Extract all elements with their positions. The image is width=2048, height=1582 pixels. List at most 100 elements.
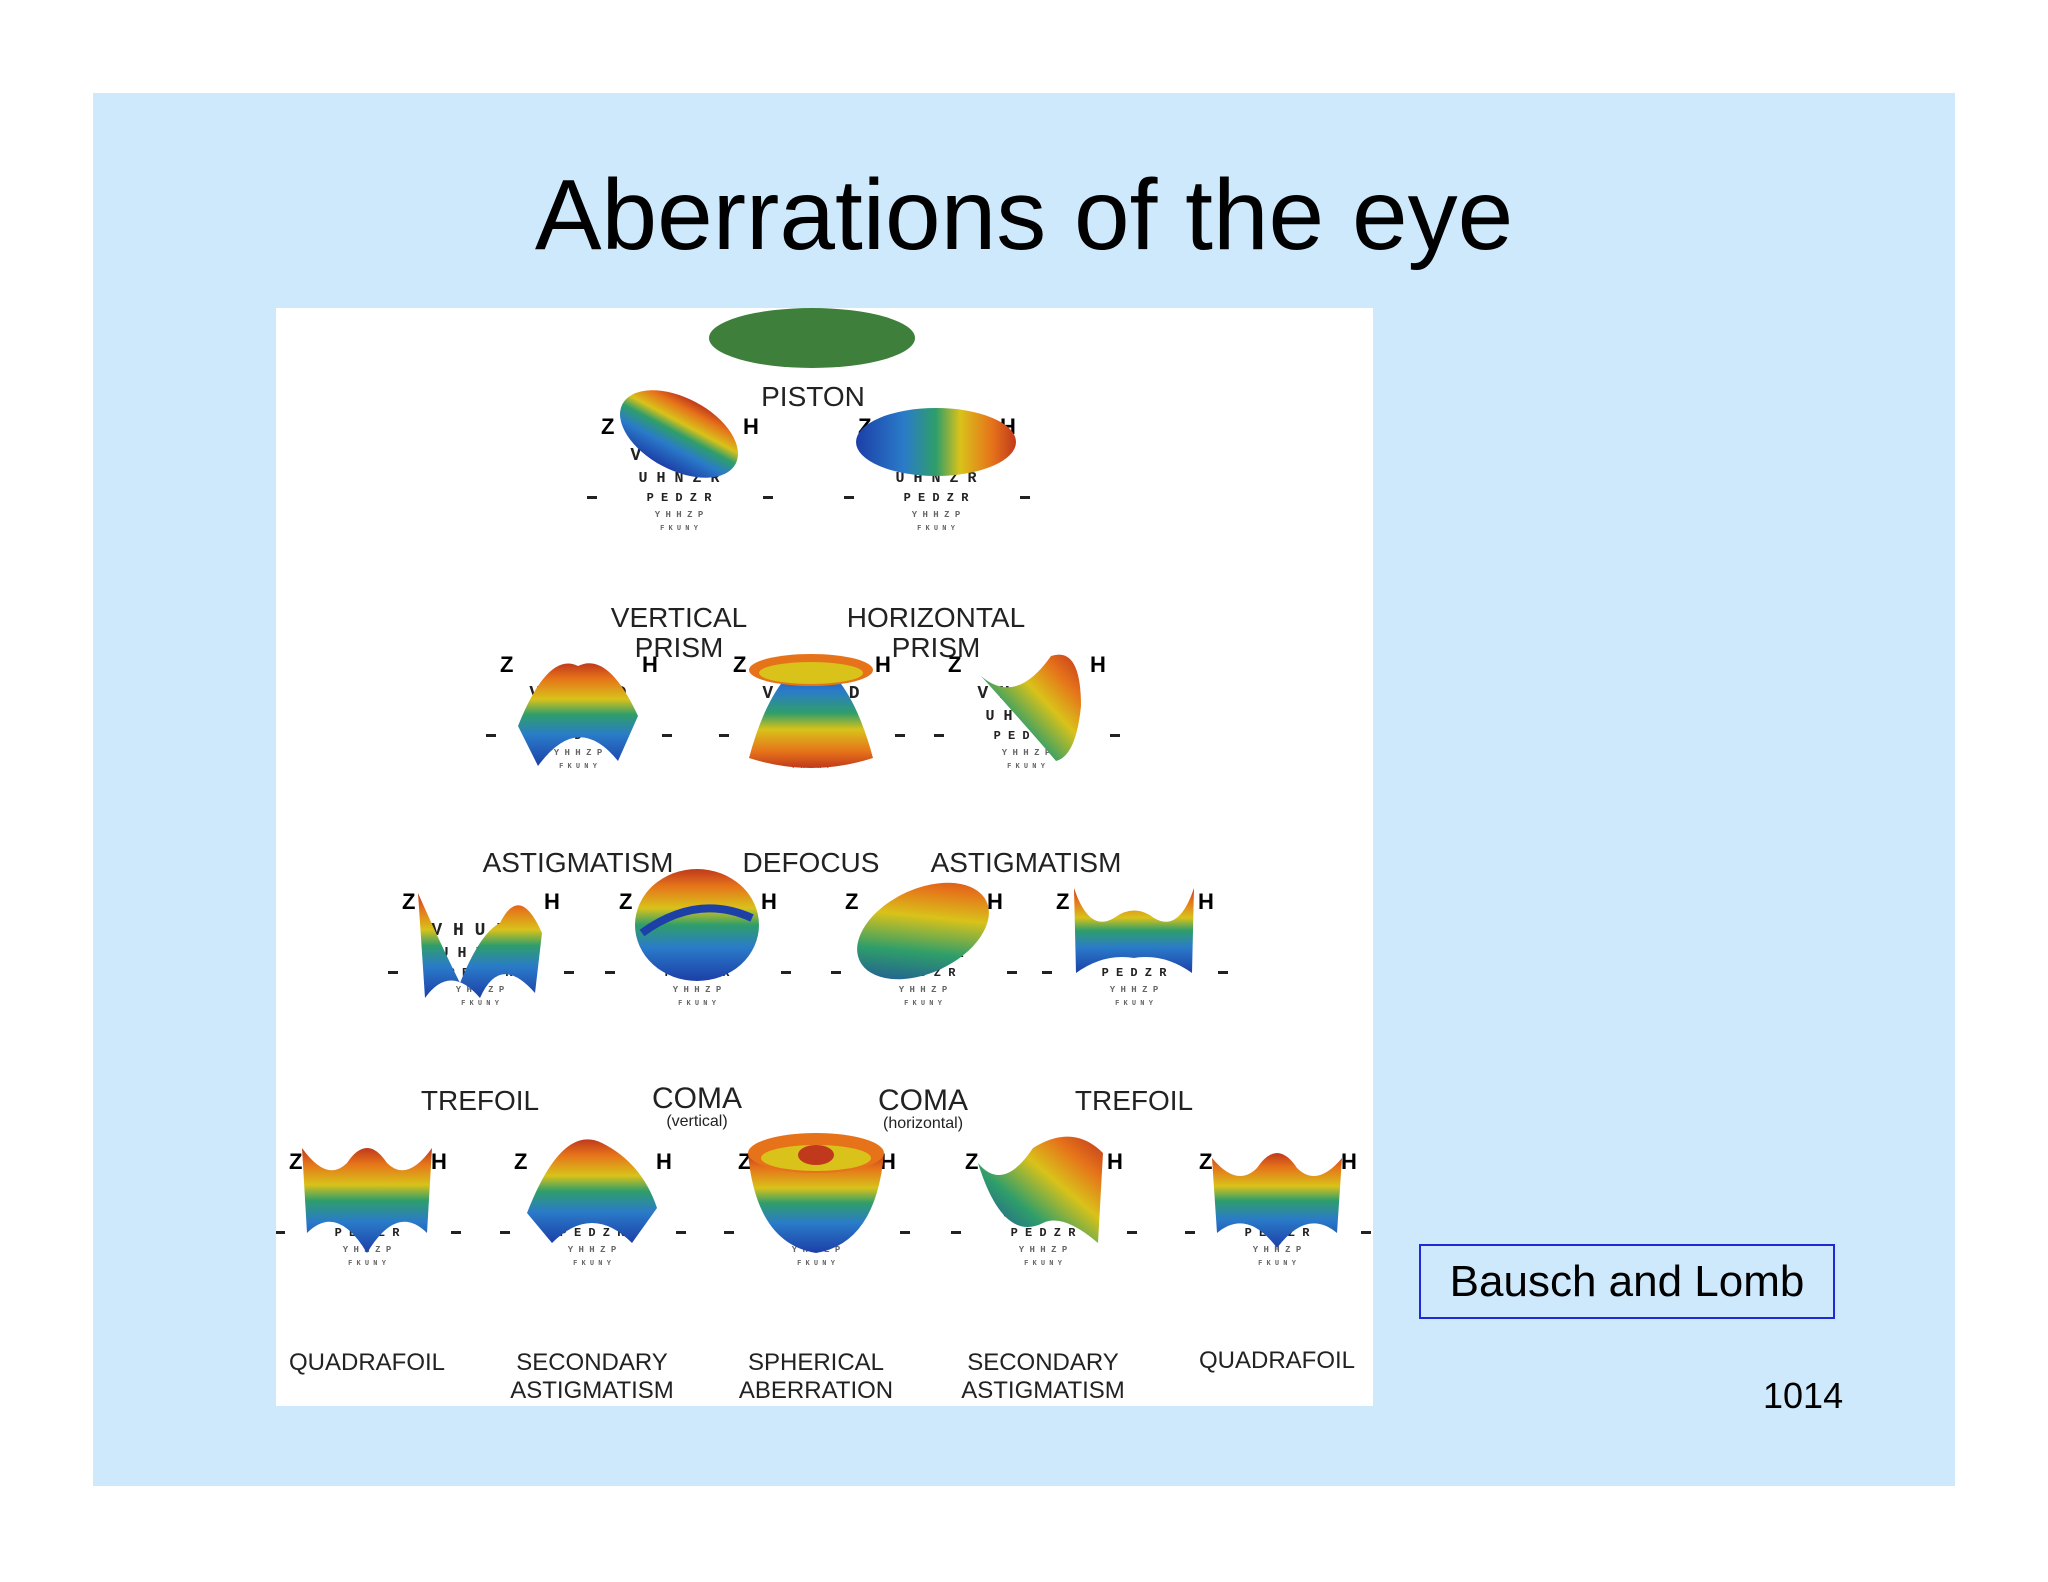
eye-chart-dash: [276, 1231, 285, 1234]
quadrafoil-right-surface: [1212, 1153, 1342, 1248]
label-coma-vertical: COMA: [652, 1082, 742, 1115]
eye-chart-letter: H: [642, 652, 658, 677]
label-quadrafoil-left: QUADRAFOIL: [289, 1349, 445, 1376]
eye-chart-row: F K U N Y: [660, 525, 699, 533]
label-piston: PISTON: [761, 381, 865, 412]
eye-chart-dash: [1218, 971, 1228, 974]
eye-chart-dash: [388, 971, 398, 974]
defocus-chart: ZHV H U E DU H N Z RP E D Z RY H H Z PF …: [719, 652, 905, 771]
coma-vertical-surface: [635, 869, 759, 981]
aberrations-illustration: PISTON ZHV H U E DU H N Z RP E D Z RY H …: [276, 308, 1371, 1404]
label-quadrafoil-right: QUADRAFOIL: [1199, 1347, 1355, 1374]
zernike-aberrations-figure: PISTON ZHV H U E DU H N Z RP E D Z RY H …: [276, 308, 1373, 1406]
eye-chart-row: F K U N Y: [904, 1000, 943, 1008]
eye-chart-row: Y H H Z P: [1253, 1245, 1302, 1255]
spherical-aberration-chart: ZHV H U E DU H N Z RP E D Z RY H H Z PF …: [724, 1133, 910, 1268]
eye-chart-dash: [844, 496, 854, 499]
label-coma-horizontal: COMA: [878, 1084, 968, 1117]
eye-chart-letter: Z: [601, 414, 614, 439]
eye-chart-letter: Z: [1056, 889, 1069, 914]
eye-chart-dash: [1007, 971, 1017, 974]
quadrafoil-left-surface: [302, 1148, 432, 1253]
eye-chart-row: F K U N Y: [573, 1260, 612, 1268]
eye-chart-letter: Z: [948, 652, 961, 677]
page-number: 1014: [1763, 1375, 1844, 1416]
eye-chart-letter: Z: [402, 889, 415, 914]
eye-chart-dash: [763, 496, 773, 499]
eye-chart-dash: [1110, 734, 1120, 737]
eye-chart-dash: [564, 971, 574, 974]
coma-horizontal-surface: [857, 882, 989, 980]
eye-chart-row: P E D Z R: [904, 491, 970, 505]
eye-chart-row: P E D Z R: [1011, 1226, 1077, 1240]
vertical-prism-surface: [620, 390, 738, 478]
eye-chart-letter: H: [544, 889, 560, 914]
source-credit-box: Bausch and Lomb: [1419, 1244, 1835, 1319]
eye-chart-letter: H: [880, 1149, 896, 1174]
label-secondary-astigmatism-left-2: ASTIGMATISM: [510, 1377, 674, 1404]
eye-chart-row: F K U N Y: [797, 1260, 836, 1268]
defocus-surface: [749, 658, 873, 768]
coma-horizontal-chart: ZHV H U E DU H N Z RP E D Z RY H H Z PF …: [831, 882, 1017, 1008]
eye-chart-row: Y H H Z P: [673, 985, 722, 995]
eye-chart-row: F K U N Y: [678, 1000, 717, 1008]
slide-title: Aberrations of the eye: [534, 159, 1514, 271]
piston-surface: [709, 308, 915, 368]
eye-chart-row: Y H H Z P: [899, 985, 948, 995]
eye-chart-letter: Z: [500, 652, 513, 677]
eye-chart-letter: Z: [1199, 1149, 1212, 1174]
eye-chart-row: F K U N Y: [1024, 1260, 1063, 1268]
label-astigmatism-right: ASTIGMATISM: [931, 847, 1122, 878]
label-spherical-aberration-1: SPHERICAL: [748, 1349, 884, 1376]
label-horizontal-prism-1: HORIZONTAL: [847, 602, 1025, 633]
eye-chart-row: P E D Z R: [647, 491, 713, 505]
eye-chart-row: Y H H Z P: [568, 1245, 617, 1255]
eye-chart-letter: H: [1107, 1149, 1123, 1174]
label-spherical-aberration-2: ABERRATION: [739, 1377, 893, 1404]
eye-chart-row: F K U N Y: [1115, 1000, 1154, 1008]
eye-chart-dash: [587, 496, 597, 499]
eye-chart-row: F K U N Y: [1007, 763, 1046, 771]
label-secondary-astigmatism-right-1: SECONDARY: [967, 1349, 1119, 1376]
eye-chart-row: Y H H Z P: [1002, 748, 1051, 758]
eye-chart-dash: [951, 1231, 961, 1234]
eye-chart-dash: [895, 734, 905, 737]
eye-chart-letter: H: [431, 1149, 447, 1174]
eye-chart-letter: Z: [738, 1149, 751, 1174]
label-coma-vertical-sub: (vertical): [666, 1113, 727, 1130]
eye-chart-row: P E D Z R: [560, 1226, 626, 1240]
trefoil-left-chart: ZHV H U E DU H N Z RP E D Z RY H H Z PF …: [388, 889, 574, 1008]
quadrafoil-left-chart: ZHV H U E DU H N Z RP E D Z RY H H Z PF …: [276, 1148, 461, 1268]
secondary-astigmatism-left-chart: ZHV H U E DU H N Z RP E D Z RY H H Z PF …: [500, 1139, 686, 1268]
eye-chart-dash: [1127, 1231, 1137, 1234]
slide: Aberrations of the eye: [93, 93, 1955, 1486]
eye-chart-letter: Z: [619, 889, 632, 914]
label-trefoil-left: TREFOIL: [421, 1085, 539, 1116]
eye-chart-letter: H: [1198, 889, 1214, 914]
horizontal-prism-surface: [856, 408, 1016, 476]
eye-chart-letter: Z: [514, 1149, 527, 1174]
eye-chart-letter: H: [987, 889, 1003, 914]
trefoil-left-surface: [418, 893, 542, 998]
eye-chart-dash: [676, 1231, 686, 1234]
label-trefoil-right: TREFOIL: [1075, 1085, 1193, 1116]
eye-chart-row: F K U N Y: [348, 1260, 387, 1268]
eye-chart-dash: [486, 734, 496, 737]
astigmatism-right-chart: ZHV H U E DU H N Z RP E D Z RY H H Z PF …: [934, 652, 1120, 771]
eye-chart-letter: Z: [845, 889, 858, 914]
eye-chart-letter: H: [1341, 1149, 1357, 1174]
secondary-astigmatism-right-chart: ZHV H U E DU H N Z RP E D Z RY H H Z PF …: [951, 1136, 1137, 1268]
eye-chart-dash: [831, 971, 841, 974]
label-vertical-prism-1: VERTICAL: [611, 602, 747, 633]
eye-chart-dash: [1020, 496, 1030, 499]
eye-chart-row: Y H H Z P: [1019, 1245, 1068, 1255]
eye-chart-row: P E D Z R: [1102, 966, 1168, 980]
vertical-prism-chart: ZHV H U E DU H N Z RP E D Z RY H H Z PF …: [587, 390, 773, 533]
label-horizontal-prism-2: PRISM: [892, 632, 981, 663]
eye-chart-row: F K U N Y: [1258, 1260, 1297, 1268]
trefoil-right-chart: ZHV H U E DU H N Z RP E D Z RY H H Z PF …: [1042, 888, 1228, 1008]
label-secondary-astigmatism-right-2: ASTIGMATISM: [961, 1377, 1125, 1404]
label-defocus: DEFOCUS: [743, 847, 880, 878]
eye-chart-letter: H: [656, 1149, 672, 1174]
eye-chart-letter: Z: [965, 1149, 978, 1174]
